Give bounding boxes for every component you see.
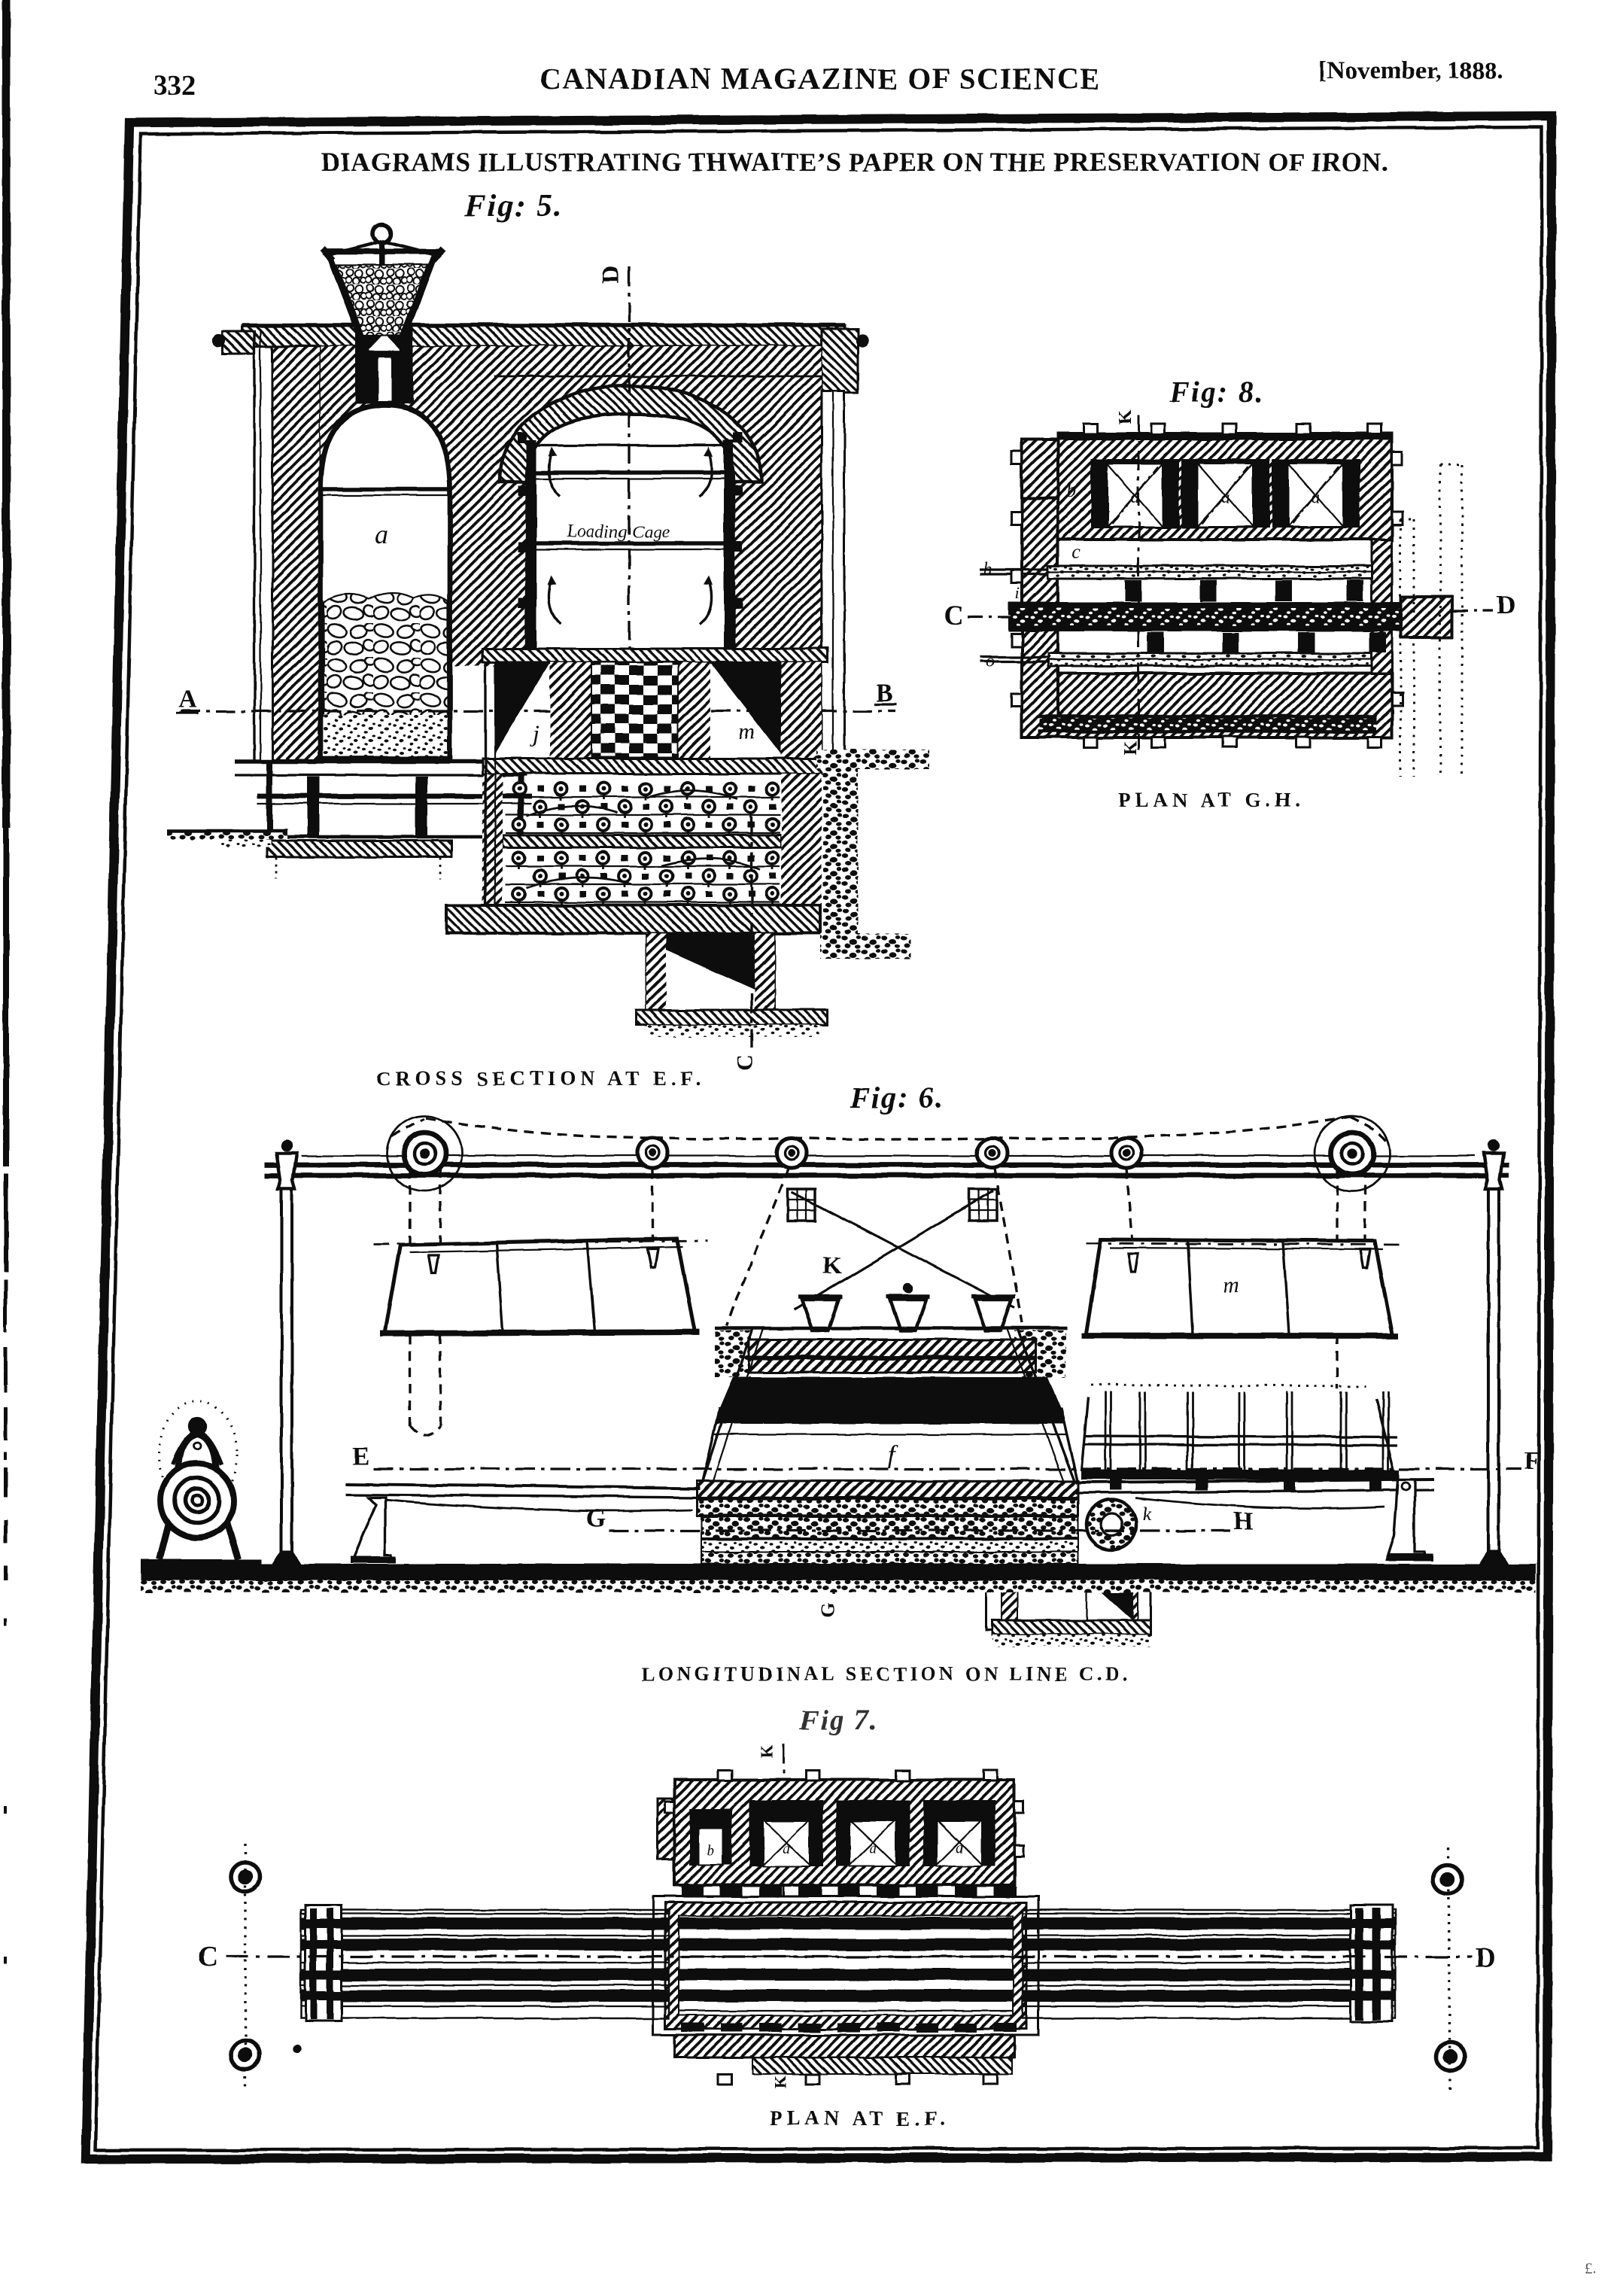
svg-text:i: i [1015,584,1020,603]
svg-text:PLAN AT E.F.: PLAN AT E.F. [770,2107,949,2130]
svg-text:DIAGRAMS ILLUSTRATING THWAITE’: DIAGRAMS ILLUSTRATING THWAITE’S PAPER ON… [321,147,1388,177]
svg-text:a: a [869,1840,877,1857]
svg-text:K: K [771,2076,789,2088]
svg-text:o: o [986,652,995,671]
svg-text:C: C [733,1054,758,1071]
svg-text:G: G [816,1603,838,1618]
svg-text:D: D [1497,590,1516,620]
svg-text:Fig: 8.: Fig: 8. [1169,375,1263,409]
svg-text:CROSS SECTION AT E.F.: CROSS SECTION AT E.F. [377,1067,706,1090]
svg-text:Fig 7.: Fig 7. [799,1705,879,1736]
svg-text:a: a [1312,488,1321,507]
svg-text:E: E [353,1443,370,1470]
svg-text:K: K [1116,409,1135,424]
svg-text:K: K [1121,740,1141,755]
svg-text:H: H [1233,1507,1253,1535]
svg-text:C: C [944,601,964,631]
svg-text:F: F [1524,1447,1540,1475]
svg-text:K: K [823,1251,842,1279]
svg-text:m: m [1223,1273,1240,1297]
svg-text:332: 332 [153,70,196,102]
svg-text:b: b [707,1842,715,1859]
svg-text:G: G [586,1504,606,1532]
svg-text:b: b [1067,479,1077,501]
svg-text:D: D [1475,1942,1495,1974]
svg-text:C: C [197,1941,217,1972]
svg-text:K: K [757,1745,776,1758]
svg-text:PLAN AT G.H.: PLAN AT G.H. [1118,789,1305,811]
svg-text:D: D [597,266,625,284]
svg-text:CANADIAN MAGAZINE OF SCIENCE: CANADIAN MAGAZINE OF SCIENCE [540,62,1101,96]
svg-text:B: B [877,680,894,707]
svg-text:a: a [783,1840,790,1857]
svg-text:c: c [1071,541,1081,563]
svg-text:h: h [983,560,992,579]
svg-text:Fig: 5.: Fig: 5. [464,189,564,224]
svg-text:a: a [1221,488,1230,507]
svg-text:Fig: 6.: Fig: 6. [849,1081,944,1115]
svg-text:k: k [1142,1503,1151,1525]
svg-text:a: a [375,519,388,549]
svg-text:a: a [1131,488,1140,507]
svg-text:m: m [739,719,755,744]
svg-text:LONGITUDINAL SECTION ON LINE C: LONGITUDINAL SECTION ON LINE C.D. [642,1663,1131,1685]
svg-text:A: A [178,686,197,713]
svg-text:[November, 1888.: [November, 1888. [1318,57,1503,84]
svg-text:Loading Cage: Loading Cage [567,522,670,542]
svg-text:a: a [956,1840,963,1857]
svg-text:£.: £. [1585,2260,1597,2276]
svg-text:j: j [530,719,540,747]
